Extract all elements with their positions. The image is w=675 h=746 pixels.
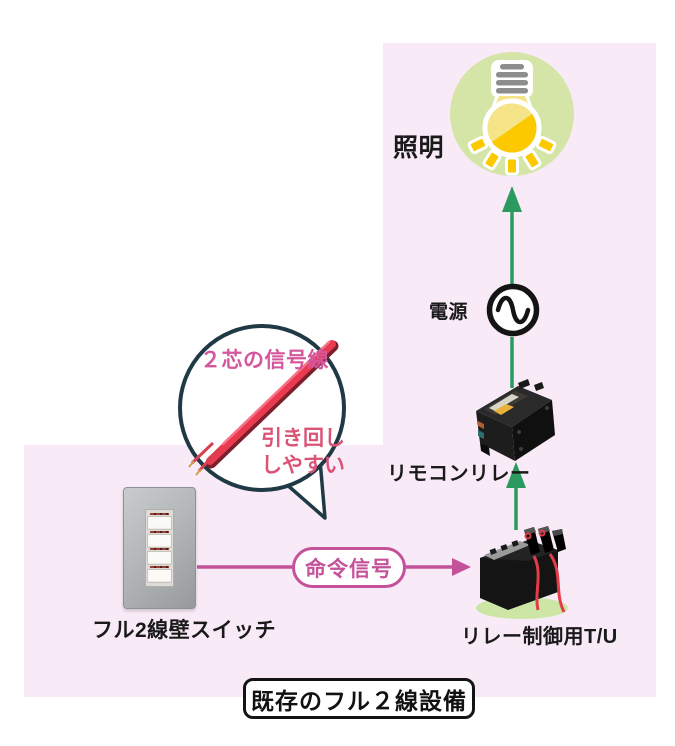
- wall-switch-label: フル2線壁スイッチ: [92, 619, 277, 642]
- switch-indicator-stripe: [150, 548, 169, 551]
- wall-switch-image: [123, 487, 196, 609]
- switch-indicator-stripe: [150, 530, 169, 533]
- wall-switch-bezel: [145, 509, 174, 587]
- bubble-note-line2: しやすい: [261, 454, 345, 477]
- lamp-bulb-icon: [467, 60, 557, 176]
- relay-control-tu-image: [476, 526, 568, 619]
- relay-tu-label: リレー制御用T/U: [461, 626, 618, 648]
- power-label: 電源: [429, 302, 469, 323]
- switch-rocker-button: [147, 568, 172, 583]
- command-signal-label: 命令信号: [305, 557, 393, 581]
- footer-title: 既存のフル２線設備: [251, 687, 467, 714]
- switch-button-unit: [147, 548, 172, 566]
- ac-power-icon: [486, 283, 540, 337]
- switch-rocker-button: [147, 516, 172, 530]
- remote-relay-label: リモコンリレー: [387, 463, 531, 485]
- two-core-signal-wire-image: [188, 340, 339, 476]
- switch-button-unit: [147, 530, 172, 548]
- switch-button-unit: [147, 565, 172, 583]
- switch-button-unit: [147, 513, 172, 530]
- footer-title-box: 既存のフル２線設備: [243, 678, 475, 719]
- lighting-label: 照明: [393, 134, 445, 162]
- remote-control-relay-image: [476, 379, 555, 461]
- bubble-note: 引き回し しやすい: [255, 425, 351, 479]
- lamp-circle: [450, 52, 574, 176]
- command-signal-pill: 命令信号: [292, 547, 406, 588]
- speech-bubble: [178, 324, 346, 520]
- bubble-title: ２芯の信号線: [200, 349, 329, 372]
- switch-rocker-button: [147, 551, 172, 566]
- switch-indicator-stripe: [150, 565, 169, 568]
- switch-indicator-stripe: [150, 513, 169, 515]
- switch-rocker-button: [147, 533, 172, 548]
- bubble-note-line1: 引き回し: [261, 427, 345, 450]
